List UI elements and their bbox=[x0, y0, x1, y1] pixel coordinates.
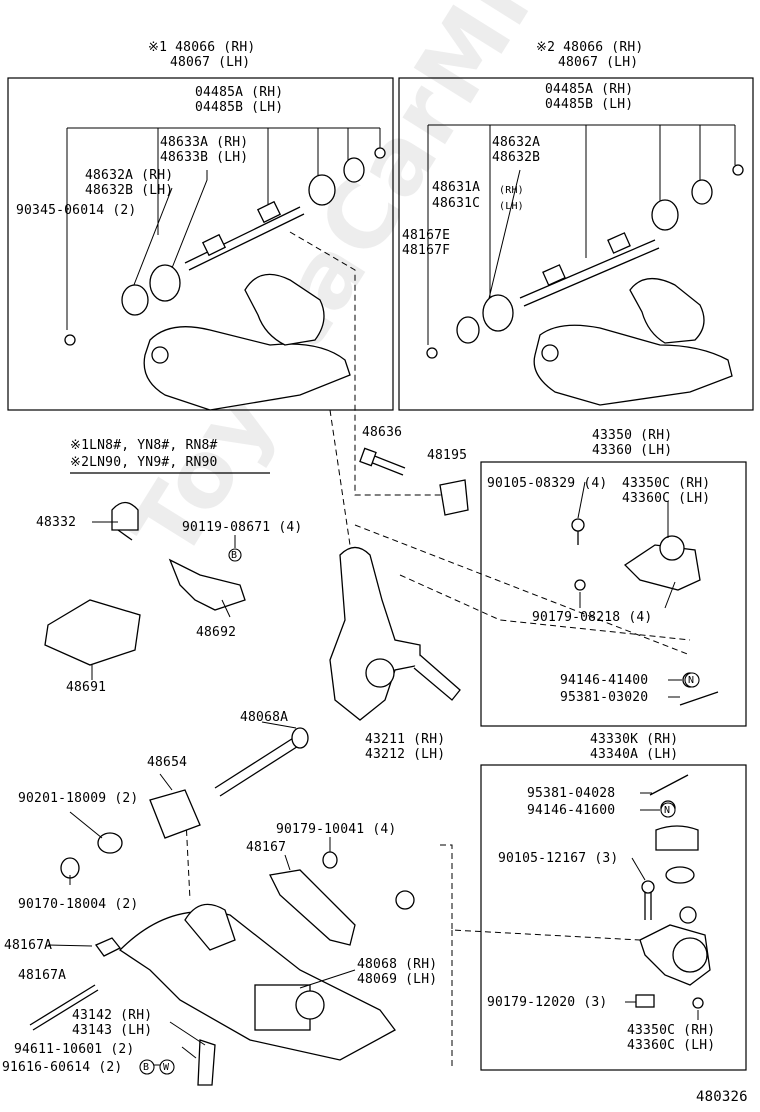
bj-nut: 90179-08218 (4) bbox=[532, 610, 653, 625]
upper-left-arm-drawing bbox=[64, 147, 386, 411]
marker-w: W bbox=[163, 1062, 170, 1073]
bolt-long: 48068A bbox=[240, 710, 289, 725]
brkt-rh: 43142 (RH) bbox=[72, 1008, 153, 1023]
dashed-leaders bbox=[184, 231, 691, 1070]
upper-left-bolt: 90345-06014 (2) bbox=[16, 203, 137, 218]
lower-parts-drawing bbox=[29, 727, 711, 1086]
bolt-a: 48167A bbox=[4, 938, 53, 953]
ball-joint-rh: 43350 (RH) bbox=[592, 428, 673, 443]
bj-bolt: 90105-08329 (4) bbox=[487, 476, 608, 491]
legend-line-2: ※2LN90, YN9#, RN90 bbox=[70, 455, 218, 470]
bracket: 48692 bbox=[196, 625, 237, 640]
upper-right-p3-b-side: (LH) bbox=[499, 201, 524, 212]
middle-bolt: 48636 bbox=[362, 425, 403, 440]
lbj-nut: 94146-41600 bbox=[527, 803, 616, 818]
marker-b-2: B bbox=[143, 1062, 150, 1073]
upper-left-p2-lh: 48633B (LH) bbox=[160, 150, 249, 165]
upper-right-p1-lh: 04485B (LH) bbox=[545, 97, 634, 112]
stopper: 48332 bbox=[36, 515, 77, 530]
lbj-nut2: 90179-12020 (3) bbox=[487, 995, 608, 1010]
upper-ball-joint-box bbox=[480, 461, 747, 727]
upper-right-p3-a: 48631A bbox=[432, 180, 481, 195]
upper-right-assy-lh: 48067 (LH) bbox=[558, 55, 639, 70]
nut-1: 94611-10601 (2) bbox=[14, 1042, 135, 1057]
upper-right-arm-drawing bbox=[426, 164, 744, 406]
knuckle-lh: 43212 (LH) bbox=[365, 747, 446, 762]
marker-b-1: B bbox=[231, 550, 238, 561]
circle-markers bbox=[139, 548, 700, 1075]
bracket-bolt: 90119-08671 (4) bbox=[182, 520, 303, 535]
ball-joint-lh: 43360 (LH) bbox=[592, 443, 673, 458]
washer: 90201-18009 (2) bbox=[18, 791, 139, 806]
lbj-pin: 95381-04028 bbox=[527, 786, 616, 801]
upper-right-p1-rh: 04485A (RH) bbox=[545, 82, 634, 97]
upper-right-p3-b: 48631C bbox=[432, 196, 481, 211]
upper-right-leaders bbox=[427, 124, 736, 345]
lower-leaders bbox=[47, 481, 699, 1066]
upper-right-p2-b: 48632B bbox=[492, 150, 541, 165]
bj-sub-lh: 43360C (LH) bbox=[622, 491, 711, 506]
upper-left-p1-lh: 04485B (LH) bbox=[195, 100, 284, 115]
upper-left-assembly-box bbox=[7, 77, 394, 411]
legend-line-1: ※1LN8#, YN8#, RN8# bbox=[70, 438, 218, 453]
upper-right-assembly-box bbox=[398, 77, 754, 411]
lbj-rh: 43330K (RH) bbox=[590, 732, 679, 747]
upper-left-p3-lh: 48632B (LH) bbox=[85, 183, 174, 198]
upper-left-p3-rh: 48632A (RH) bbox=[85, 168, 174, 183]
lbj-lh: 43340A (LH) bbox=[590, 747, 679, 762]
middle-parts-drawing bbox=[44, 447, 719, 721]
upper-left-leaders bbox=[66, 127, 381, 330]
arm-rh: 48068 (RH) bbox=[357, 957, 438, 972]
marker-n-1: N bbox=[688, 675, 695, 686]
nut-small: 90179-10041 (4) bbox=[276, 822, 397, 837]
upper-right-p4-a: 48167E bbox=[402, 228, 451, 243]
brkt-lh: 43143 (LH) bbox=[72, 1023, 153, 1038]
lbj-sub-lh: 43360C (LH) bbox=[627, 1038, 716, 1053]
diagram-code: 480326 bbox=[696, 1089, 748, 1105]
middle-plate: 48195 bbox=[427, 448, 468, 463]
bj-pin: 95381-03020 bbox=[560, 690, 649, 705]
arm-lh: 48069 (LH) bbox=[357, 972, 438, 987]
nut-2: 91616-60614 (2) bbox=[2, 1060, 123, 1075]
upper-right-p4-b: 48167F bbox=[402, 243, 451, 258]
upper-left-p2-rh: 48633A (RH) bbox=[160, 135, 249, 150]
lower-ball-joint-box bbox=[480, 764, 747, 1071]
knuckle-rh: 43211 (RH) bbox=[365, 732, 446, 747]
lbj-bolt: 90105-12167 (3) bbox=[498, 851, 619, 866]
bushing: 48654 bbox=[147, 755, 188, 770]
upper-right-assy-rh: ※2 48066 (RH) bbox=[536, 40, 644, 55]
bj-castle-nut: 94146-41400 bbox=[560, 673, 649, 688]
lbj-sub-rh: 43350C (RH) bbox=[627, 1023, 716, 1038]
upper-left-p1-rh: 04485A (RH) bbox=[195, 85, 284, 100]
marker-n-2: N bbox=[664, 805, 671, 816]
upper-left-assy-rh: ※1 48066 (RH) bbox=[148, 40, 256, 55]
upper-right-p3-a-side: (RH) bbox=[499, 185, 524, 196]
strut-bar: 48167 bbox=[246, 840, 287, 855]
bj-sub-rh: 43350C (RH) bbox=[622, 476, 711, 491]
bolt-b: 48167A bbox=[18, 968, 67, 983]
nut-lower: 90170-18004 (2) bbox=[18, 897, 139, 912]
upper-right-p2-a: 48632A bbox=[492, 135, 541, 150]
cover: 48691 bbox=[66, 680, 107, 695]
upper-left-assy-lh: 48067 (LH) bbox=[170, 55, 251, 70]
